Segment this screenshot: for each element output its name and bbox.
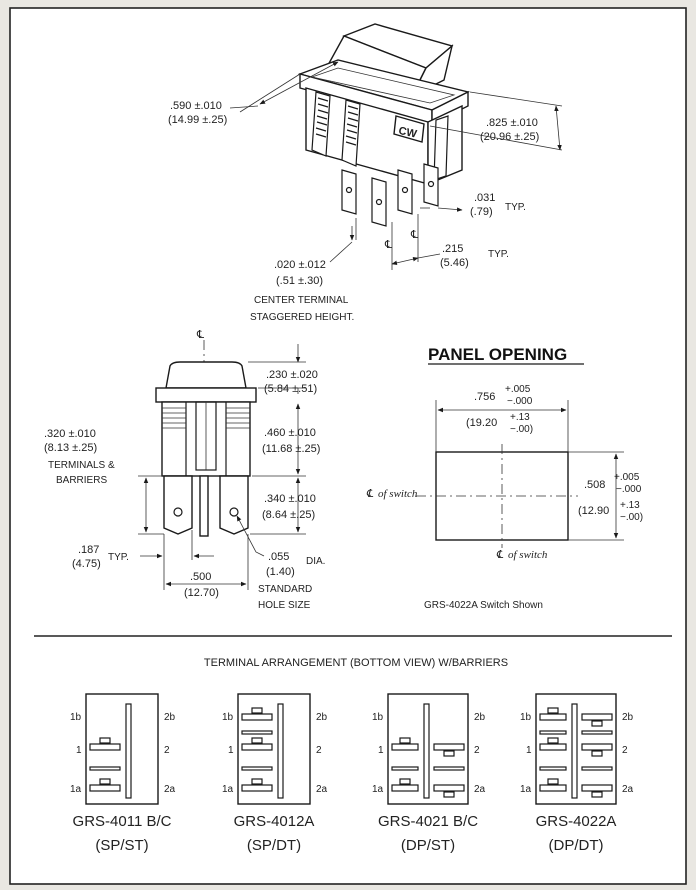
terminal-width-dim-mm: (4.75) bbox=[72, 558, 101, 570]
width-dim-inch: .590 ±.010 bbox=[170, 100, 222, 112]
centerline-switch-label: of switch bbox=[378, 488, 418, 500]
arrangement-model: GRS-4011 B/C bbox=[73, 813, 172, 830]
stagger-note-line1: CENTER TERMINAL bbox=[254, 295, 349, 306]
pin-2b: 2b bbox=[164, 712, 176, 723]
depth-dim-mm: (20.96 ±.25) bbox=[480, 131, 539, 143]
panel-height-mm-minus: −.00) bbox=[620, 512, 643, 523]
centerline-symbol: ℄ bbox=[496, 549, 504, 561]
panel-height-mm-plus: +.13 bbox=[620, 500, 640, 511]
thickness-dim-typ: TYP. bbox=[505, 202, 526, 213]
centerline-symbol: ℄ bbox=[410, 229, 418, 241]
pin-2: 2 bbox=[474, 745, 480, 756]
pin-1a: 1a bbox=[222, 784, 234, 795]
arrangement-model: GRS-4022A bbox=[536, 813, 617, 830]
arrangement-type: (DP/ST) bbox=[401, 837, 455, 854]
thickness-dim-mm: (.79) bbox=[470, 206, 493, 218]
panel-width-mm-plus: +.13 bbox=[510, 412, 530, 423]
barrier-dim-mm: (8.13 ±.25) bbox=[44, 442, 97, 454]
centerline-symbol: ℄ bbox=[384, 239, 392, 251]
pin-2: 2 bbox=[164, 745, 170, 756]
pin-1b: 1b bbox=[70, 712, 82, 723]
spacing-dim-inch: .215 bbox=[442, 243, 463, 255]
depth-dim-inch: .825 ±.010 bbox=[486, 117, 538, 129]
pin-1: 1 bbox=[228, 745, 234, 756]
pin-1: 1 bbox=[526, 745, 532, 756]
thickness-dim-inch: .031 bbox=[474, 192, 495, 204]
pin-2a: 2a bbox=[622, 784, 634, 795]
stagger-note-line2: STAGGERED HEIGHT. bbox=[250, 312, 354, 323]
panel-opening: PANEL OPENING .756 +.005 −.000 (19.20 +.… bbox=[366, 345, 643, 611]
pitch-dim-mm: (12.70) bbox=[184, 587, 219, 599]
arrangement-model: GRS-4021 B/C bbox=[378, 813, 478, 830]
arrangement-model: GRS-4012A bbox=[234, 813, 315, 830]
panel-width-minus: −.000 bbox=[507, 396, 533, 407]
arrangement-2: 1b 1 1a 2b 2 2a GRS-4012A (SP/DT) bbox=[222, 693, 328, 854]
pin-1: 1 bbox=[378, 745, 384, 756]
panel-width-inch: .756 bbox=[474, 391, 495, 403]
spacing-dim-typ: TYP. bbox=[488, 249, 509, 260]
panel-height-mm: (12.90 bbox=[578, 505, 609, 517]
width-dim-mm: (14.99 ±.25) bbox=[168, 114, 227, 126]
body-dim-mm: (11.68 ±.25) bbox=[262, 443, 320, 455]
pin-1a: 1a bbox=[372, 784, 384, 795]
pin-2a: 2a bbox=[316, 784, 328, 795]
pin-2b: 2b bbox=[316, 712, 328, 723]
centerline-symbol: ℄ bbox=[366, 488, 374, 500]
stagger-dim-inch: .020 ±.012 bbox=[274, 259, 326, 271]
panel-height-plus: +.005 bbox=[614, 472, 640, 483]
terminal-width-dim-typ: TYP. bbox=[108, 552, 129, 563]
hole-dim-mm: (1.40) bbox=[266, 566, 295, 578]
pin-1b: 1b bbox=[520, 712, 532, 723]
panel-width-mm: (19.20 bbox=[466, 417, 497, 429]
arrangement-3: 1b 1 1a 2b 2 2a GRS-4021 B/C (DP/ST) bbox=[372, 693, 486, 854]
hole-note-line2: HOLE SIZE bbox=[258, 600, 311, 611]
spacing-dim-mm: (5.46) bbox=[440, 257, 469, 269]
panel-caption: GRS-4022A Switch Shown bbox=[424, 600, 543, 611]
panel-width-plus: +.005 bbox=[505, 384, 531, 395]
arrangement-1: 1b 1 1a 2b 2 2a GRS-4011 B/C (SP/ST) bbox=[70, 693, 176, 854]
hole-dim-suffix: DIA. bbox=[306, 556, 325, 567]
panel-height-inch: .508 bbox=[584, 479, 605, 491]
panel-opening-title: PANEL OPENING bbox=[428, 345, 567, 364]
pin-2: 2 bbox=[316, 745, 322, 756]
arrangement-type: (DP/DT) bbox=[549, 837, 604, 854]
brand-logo: CW bbox=[397, 125, 418, 141]
pin-1a: 1a bbox=[70, 784, 82, 795]
side-view: ℄ .230 ±.020 (5.84 ±.51) bbox=[44, 329, 325, 611]
centerline-switch-label: of switch bbox=[508, 549, 548, 561]
stagger-dim-mm: (.51 ±.30) bbox=[276, 275, 323, 287]
pin-1b: 1b bbox=[222, 712, 234, 723]
centerline-symbol: ℄ bbox=[196, 329, 204, 341]
pin-2: 2 bbox=[622, 745, 628, 756]
panel-height-minus: −.000 bbox=[616, 484, 642, 495]
hole-note-line1: STANDARD bbox=[258, 584, 312, 595]
hole-dim-inch: .055 bbox=[268, 551, 289, 563]
terminals-barriers-line1: TERMINALS & bbox=[48, 460, 115, 471]
body-dim-inch: .460 ±.010 bbox=[264, 427, 316, 439]
pitch-dim-inch: .500 bbox=[190, 571, 211, 583]
arrangement-type: (SP/DT) bbox=[247, 837, 301, 854]
cap-dim-mm: (5.84 ±.51) bbox=[264, 383, 317, 395]
barrier-dim-inch: .320 ±.010 bbox=[44, 428, 96, 440]
pin-2a: 2a bbox=[164, 784, 176, 795]
arrangement-4: 1b 1 1a 2b 2 2a GRS-4022A (DP/DT) bbox=[520, 693, 634, 854]
panel-width-mm-minus: −.00) bbox=[510, 424, 533, 435]
pin-1b: 1b bbox=[372, 712, 384, 723]
terminals-barriers-line2: BARRIERS bbox=[56, 475, 107, 486]
pin-2a: 2a bbox=[474, 784, 486, 795]
terminal-arrangement-title: TERMINAL ARRANGEMENT (BOTTOM VIEW) W/BAR… bbox=[204, 657, 508, 669]
terminal-width-dim-inch: .187 bbox=[78, 544, 99, 556]
pin-1a: 1a bbox=[520, 784, 532, 795]
pin-2b: 2b bbox=[622, 712, 634, 723]
arrangement-type: (SP/ST) bbox=[95, 837, 148, 854]
cap-dim-inch: .230 ±.020 bbox=[266, 369, 318, 381]
pin-2b: 2b bbox=[474, 712, 486, 723]
terminal-length-dim-mm: (8.64 ±.25) bbox=[262, 509, 315, 521]
pin-1: 1 bbox=[76, 745, 82, 756]
isometric-switch: CW ℄ ℄ .590 ±.010 (14.99 ±.25) .825 ±.01… bbox=[168, 23, 563, 323]
terminal-length-dim-inch: .340 ±.010 bbox=[264, 493, 316, 505]
